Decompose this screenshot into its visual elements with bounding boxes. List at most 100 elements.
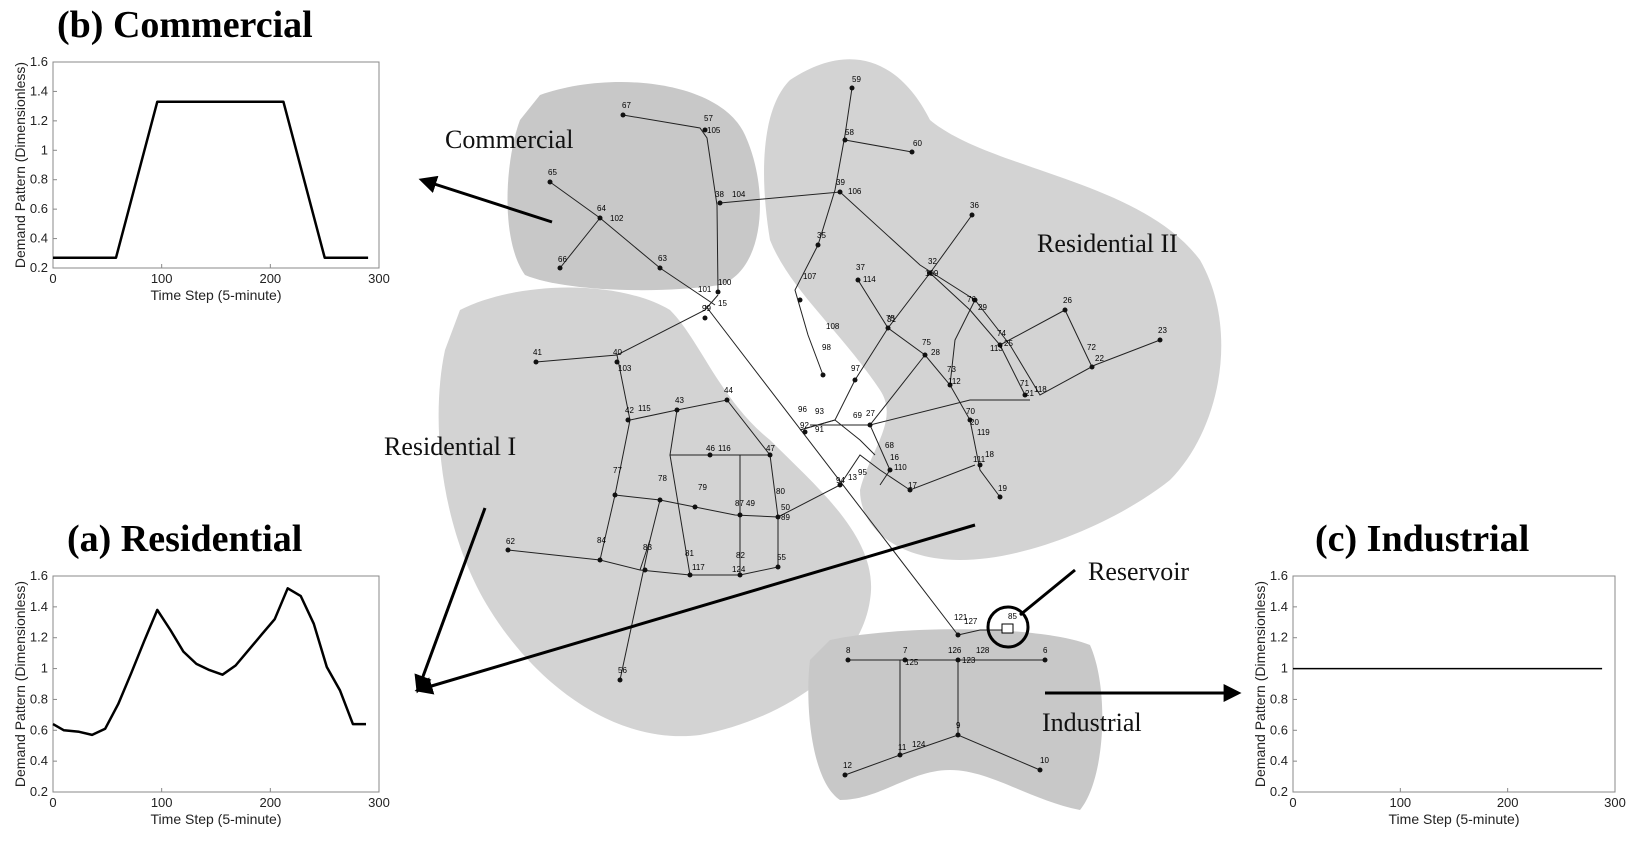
node-label: 93 (815, 407, 824, 416)
node-label: 125 (905, 658, 919, 667)
node-label: 47 (766, 444, 775, 453)
network-node (947, 382, 953, 388)
pipe (869, 354, 926, 486)
node-label: 60 (913, 139, 922, 148)
network-node (887, 467, 893, 473)
x-tick-label: 300 (1604, 795, 1626, 810)
network-node (802, 429, 808, 435)
node-label: 13 (848, 473, 857, 482)
node-label: 85 (1008, 612, 1017, 621)
pipe (549, 181, 716, 306)
x-tick-label: 0 (1289, 795, 1296, 810)
node-label: 74 (997, 329, 1006, 338)
node-label: 49 (746, 499, 755, 508)
node-label: 62 (506, 537, 515, 546)
node-label: 66 (558, 255, 567, 264)
node-label: 109 (925, 269, 939, 278)
node-label: 58 (845, 128, 854, 137)
network-node (849, 85, 855, 91)
network-node (867, 422, 873, 428)
node-label: 106 (848, 187, 862, 196)
node-label: 65 (548, 168, 557, 177)
arrow-residential-2 (414, 523, 976, 695)
node-label: 22 (1095, 354, 1104, 363)
node-label: 41 (533, 348, 542, 357)
x-tick-label: 300 (368, 271, 390, 286)
reservoir-circle (986, 605, 1030, 649)
pipe (844, 139, 913, 153)
node-label: 127 (964, 617, 978, 626)
pipe (957, 629, 1010, 636)
zone-label-industrial: Industrial (1042, 708, 1142, 737)
network-node (505, 547, 511, 553)
pipe (619, 539, 651, 681)
node-label: 95 (858, 468, 867, 477)
network-node (855, 277, 861, 283)
arrow-residential-1 (414, 507, 487, 694)
network-node (775, 564, 781, 570)
x-tick-label: 100 (1389, 795, 1411, 810)
y-tick-label: 1.2 (30, 113, 48, 128)
y-tick-label: 0.4 (30, 753, 48, 768)
node-label: 46 (706, 444, 715, 453)
pipe (899, 660, 1041, 771)
zone-label-residential-1: Residential I (384, 432, 516, 461)
node-label: 123 (962, 656, 976, 665)
callout-arrows (414, 175, 1242, 702)
node-label: 36 (970, 201, 979, 210)
node-label: 38 (715, 190, 724, 199)
network-node (692, 504, 698, 510)
node-label: 92 (800, 421, 809, 430)
pipe (844, 754, 901, 776)
y-tick-label: 0.4 (30, 231, 48, 246)
network-node (837, 482, 843, 488)
network-node (1022, 392, 1028, 398)
node-label: 29 (978, 303, 987, 312)
node-label: 17 (908, 481, 917, 490)
node-label: 98 (822, 343, 831, 352)
x-tick-label: 0 (49, 271, 56, 286)
y-tick-label: 0.6 (30, 201, 48, 216)
node-label: 77 (613, 466, 622, 475)
node-label: 35 (817, 231, 826, 240)
y-tick-label: 0.8 (1270, 691, 1288, 706)
y-axis-label: Demand Pattern (Dimensionless) (12, 581, 28, 787)
node-label: 99 (702, 304, 711, 313)
node-label: 116 (718, 444, 731, 453)
node-label: 10 (1040, 756, 1049, 765)
node-label: 94 (836, 476, 845, 485)
x-tick-label: 300 (368, 795, 390, 810)
network-node (657, 497, 663, 503)
node-label: 56 (618, 666, 627, 675)
pipe (929, 272, 1026, 396)
node-label: 68 (885, 441, 894, 450)
node-label: 15 (718, 299, 727, 308)
network-node (922, 352, 928, 358)
network-node (557, 265, 563, 271)
zone-label-reservoir: Reservoir (1088, 557, 1189, 586)
network-node (837, 189, 843, 195)
node-label: 39 (836, 178, 845, 187)
node-label: 8 (846, 646, 851, 655)
node-label: 83 (643, 543, 652, 552)
network-node (842, 772, 848, 778)
network-pipes (507, 87, 1161, 776)
node-label: 119 (977, 428, 990, 437)
zone-commercial (507, 82, 760, 291)
node-label: 6 (1043, 646, 1048, 655)
node-label: 111 (973, 455, 986, 464)
node-label: 26 (1063, 296, 1072, 305)
pipe (507, 549, 601, 561)
node-label: 124 (912, 740, 926, 749)
network-node (1157, 337, 1163, 343)
pipe (614, 454, 976, 518)
node-label: 108 (826, 322, 840, 331)
network-node (997, 342, 1003, 348)
network-node (702, 127, 708, 133)
network-node (907, 487, 913, 493)
network-node (702, 315, 708, 321)
node-label: 113 (990, 344, 1003, 353)
reservoir-marker (986, 605, 1030, 649)
